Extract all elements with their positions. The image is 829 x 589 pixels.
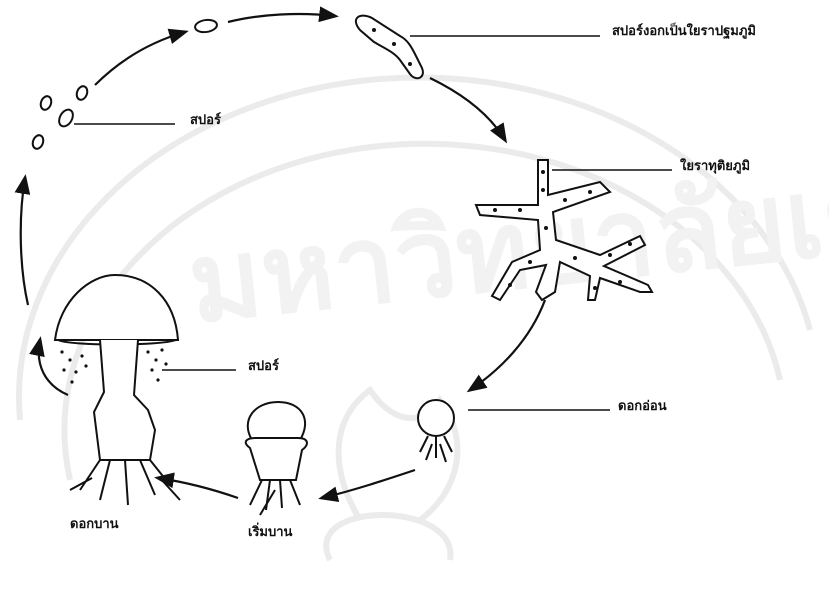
arrow-spore-to-germination — [228, 14, 335, 22]
primary-hypha — [356, 16, 423, 79]
arrow-germination-to-secondary — [430, 78, 505, 140]
arrow-cap-release — [39, 340, 68, 395]
label-secondary-hypha: ใยราทุติยภูมิ — [680, 160, 750, 173]
spores-group — [31, 85, 89, 151]
single-spore — [194, 19, 217, 34]
label-young-fruitbody: ดอกอ่อน — [618, 400, 667, 413]
label-spores-cap: สปอร์ — [248, 360, 279, 373]
mature-mushroom — [55, 275, 180, 505]
button-stage-mushroom — [246, 402, 307, 515]
young-fruitbody — [418, 400, 454, 462]
arrow-mature-up — [21, 178, 28, 305]
label-spores-top: สปอร์ — [190, 114, 221, 127]
label-germinating-spore: สปอร์งอกเป็นใยราปฐมภูมิ — [612, 25, 756, 38]
label-mature-fruitbody: ดอกบาน — [70, 518, 119, 531]
label-button-stage: เริ่มบาน — [248, 526, 292, 539]
arrow-spores-to-spore — [95, 32, 185, 85]
arrow-young-to-button — [322, 470, 415, 498]
